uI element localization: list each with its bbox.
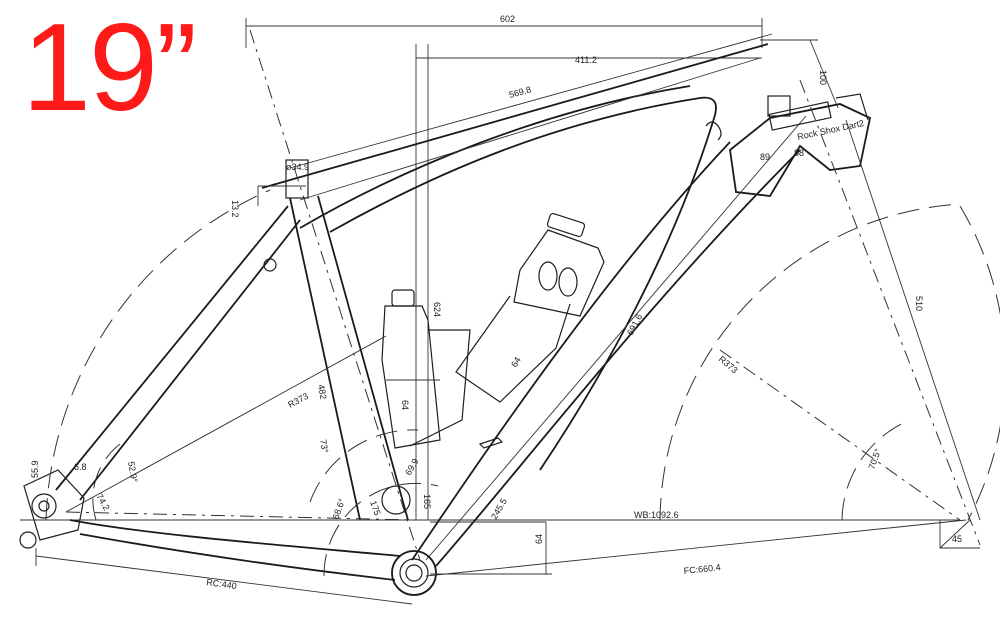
dim-reach: 411.2 [575, 55, 597, 65]
dim-dropout-a: 55.9 [30, 460, 40, 478]
dim-top-tube: 569.8 [508, 84, 532, 99]
dim-bottle-mount-1: 624 [432, 302, 442, 317]
dim-bottle-mount-3: 64 [509, 355, 523, 369]
dim-bb-a: 69.9 [403, 457, 420, 477]
dim-chainstay: RC:440 [206, 577, 238, 591]
dim-bb-width: 175 [368, 499, 383, 517]
bottom-bracket [309, 429, 552, 596]
dim-wheelbase: WB:1092.6 [634, 510, 679, 520]
dim-seat-clamp: ø34.9 [286, 162, 309, 172]
frame-size-label: 19” [22, 0, 197, 137]
top-dimension-lines [245, 18, 839, 520]
dim-bb-c: 68.6° [330, 497, 347, 521]
down-tube [411, 115, 807, 567]
dim-dropout-b: 6.8 [74, 462, 87, 472]
chainstay [35, 519, 413, 605]
dim-seat-angle: 73° [318, 439, 330, 455]
dim-head-angle: 70.5° [866, 447, 883, 471]
seat-stays [55, 205, 387, 513]
dim-chainstay-angle: 52.9° [126, 461, 140, 484]
head-tube-fork [729, 79, 981, 549]
dim-seat-tube: 482 [316, 384, 328, 401]
dim-fork-radius: R373 [717, 354, 740, 375]
top-tube [261, 33, 773, 471]
dim-seat-radius: R373 [286, 391, 310, 410]
bottle-seat-tube [381, 289, 471, 449]
dim-bottle-mount-2: 64 [400, 400, 410, 410]
seat-tube [249, 29, 421, 561]
fork-note: Rock Shox Dart2 [796, 118, 865, 142]
dim-top-length: 602 [500, 14, 515, 24]
dim-headset-b: 88 [794, 148, 804, 158]
dim-headset-a: 89 [760, 152, 770, 162]
dim-bb-drop: 64 [534, 534, 544, 544]
dim-seat-offset: 13.2 [230, 200, 240, 218]
dim-fork-length: 510 [914, 296, 924, 311]
dim-head-tube: 100 [818, 70, 828, 85]
dim-head-offset: 45 [952, 534, 962, 544]
rear-dropout [19, 469, 960, 549]
wheel-arcs [45, 189, 1000, 577]
dim-front-center: FC:660.4 [683, 562, 721, 576]
dim-bb-b: 165 [422, 494, 432, 509]
bottle-down-tube [455, 212, 605, 403]
dim-dropout-c: 74.2 [94, 492, 111, 512]
